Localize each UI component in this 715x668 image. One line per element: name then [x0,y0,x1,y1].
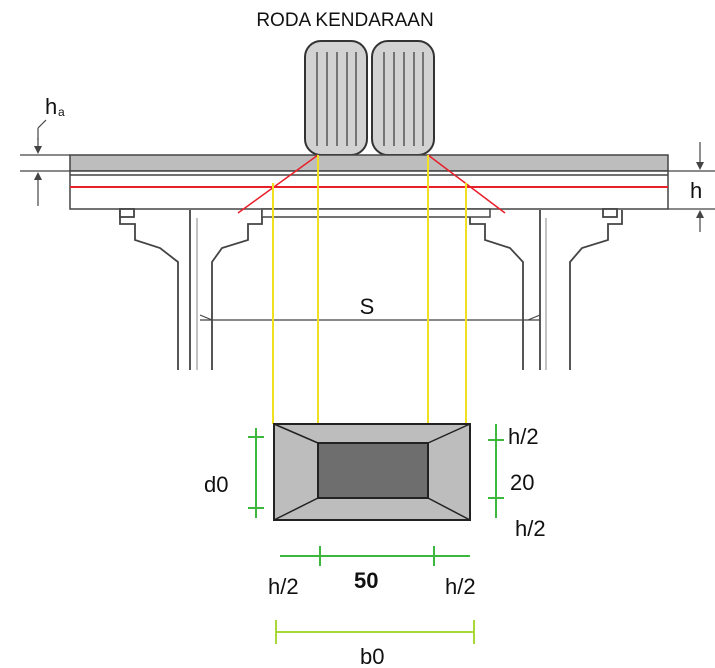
fifty-label: 50 [354,568,378,593]
d0-label: d0 [204,472,228,497]
spacing-label: S [360,294,375,319]
wheel-right [371,40,435,156]
depth-dimension [488,424,504,518]
diagram-title: RODA KENDARAAN [256,10,433,31]
b0-label: b0 [360,644,384,668]
h-half-top-label: h/2 [508,424,539,449]
wheel-footprint-plan [273,423,471,521]
h-half-right-label: h/2 [445,574,476,599]
b0-dimension [275,620,475,644]
width-dimension [280,546,470,566]
slab-thickness-dimension: h [668,142,715,232]
slab-thickness-label: h [690,178,702,203]
h-half-bottom-label: h/2 [515,516,546,541]
twenty-label: 20 [510,470,534,495]
contact-area [317,442,429,499]
wheel-left [304,40,368,156]
deck-slab [69,154,669,210]
bearing-pad [261,208,491,218]
d0-dimension [248,428,264,518]
vehicle-wheels [304,40,435,156]
surfacing-thickness-subscript: a [58,105,65,119]
surfacing-thickness-dimension: h a [20,94,70,206]
h-half-left-label: h/2 [268,574,299,599]
projection-lines [272,155,467,440]
left-girder [119,208,263,370]
surfacing-thickness-label: h [45,94,57,119]
spacing-dimension: S [199,294,541,321]
right-girder [469,208,623,370]
